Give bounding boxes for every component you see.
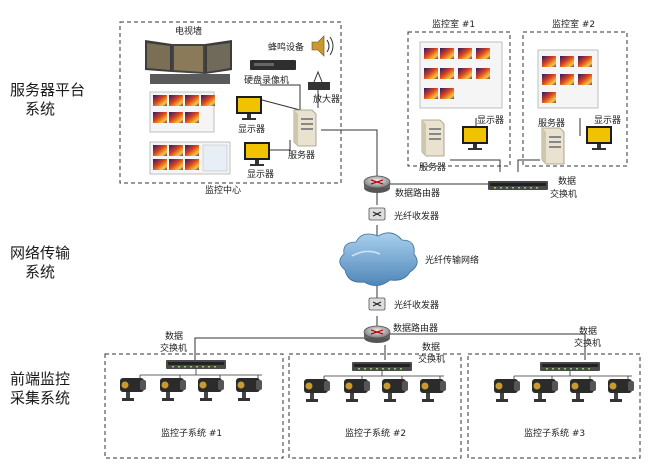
camera-icon (160, 378, 186, 401)
subsystem2-cameras (323, 371, 444, 381)
network-cloud-icon (339, 232, 418, 286)
subsystem3-box (467, 353, 641, 459)
network-cloud-label: 光纤传输网络 (425, 254, 479, 266)
camera-icon (344, 379, 370, 402)
subsystem3-switch-label-line2: 交换机 (574, 337, 601, 349)
section-label-network-line1: 网络传输 (10, 244, 70, 262)
subsystem2-caption: 监控子系统 #2 (345, 427, 406, 439)
subsystem1-switch-icon (166, 360, 226, 369)
camera-icon (304, 379, 330, 402)
subsystem1-switch-label-line2: 交换机 (160, 342, 187, 354)
room1-server-label: 服务器 (419, 161, 446, 173)
video-wall (145, 40, 232, 84)
subsystem3-switch-icon (540, 362, 600, 371)
room2-monitor-label: 显示器 (594, 115, 621, 126)
room1-server-icon (421, 119, 445, 157)
camera-icon (236, 378, 262, 401)
section-label-server-platform-line2: 系统 (25, 100, 55, 118)
top-transceiver-icon (368, 207, 386, 221)
camera-icon (494, 379, 520, 402)
subsystem3-cameras (513, 371, 632, 381)
subsystem3-caption: 监控子系统 #3 (524, 427, 585, 439)
top-transceiver-label: 光纤收发器 (394, 210, 439, 222)
top-switch-label-line1: 数据 (558, 175, 576, 187)
room2-thermal-panel (537, 49, 599, 109)
thermal-display-panel-b (149, 141, 231, 175)
subsystem1-box (104, 353, 284, 459)
camera-icon (420, 379, 446, 402)
bottom-transceiver-label: 光纤收发器 (394, 299, 439, 311)
monitoring-center-box (119, 21, 342, 184)
room2-monitor-icon (586, 126, 612, 150)
section-label-frontend-line1: 前端监控 (10, 370, 70, 388)
buzzer-label: 蜂鸣设备 (268, 41, 304, 53)
top-switch-label-line2: 交换机 (550, 188, 577, 200)
amplifier-icon (308, 70, 330, 90)
section-label-frontend-line2: 采集系统 (10, 389, 70, 407)
amplifier-label: 放大器 (313, 93, 340, 105)
bottom-transceiver-icon (368, 297, 386, 311)
buzzer-icon (311, 35, 334, 57)
room1-monitor-icon (462, 126, 488, 150)
subsystem2-box (288, 353, 462, 459)
monitoring-center-caption: 监控中心 (205, 184, 241, 196)
top-router-label: 数据路由器 (395, 187, 440, 199)
camera-icon (570, 379, 596, 402)
top-router-icon (363, 175, 391, 194)
subsystem1-cameras (139, 369, 262, 380)
monitor-b-label: 显示器 (247, 169, 274, 180)
video-wall-label: 电视墙 (175, 25, 202, 37)
subsystem1-caption: 监控子系统 #1 (161, 427, 222, 439)
thermal-display-panel-a (149, 91, 215, 133)
center-server-label: 服务器 (288, 149, 315, 161)
dvr-label: 硬盘录像机 (244, 74, 289, 86)
subsystem2-switch-label-line2: 交换机 (418, 353, 445, 365)
room2-title: 监控室 #2 (552, 18, 595, 30)
camera-icon (608, 379, 634, 402)
monitor-a-icon (236, 96, 262, 120)
room2-server-label: 服务器 (538, 117, 565, 129)
subsystem1-switch-label-line1: 数据 (165, 330, 183, 342)
room1-box (407, 31, 511, 167)
room1-title: 监控室 #1 (432, 18, 475, 30)
section-label-network-line2: 系统 (25, 263, 55, 281)
dvr-icon (250, 60, 296, 70)
camera-icon (120, 378, 146, 401)
bottom-router-label: 数据路由器 (393, 322, 438, 334)
section-label-server-platform-line1: 服务器平台 (10, 81, 85, 99)
camera-icon (532, 379, 558, 402)
room2-server-icon (541, 127, 565, 165)
room1-thermal-panel (419, 41, 503, 109)
bottom-router-icon (363, 325, 391, 344)
subsystem2-switch-icon (352, 362, 412, 371)
subsystem2-switch-label-line1: 数据 (422, 341, 440, 353)
subsystem3-switch-label-line1: 数据 (579, 325, 597, 337)
room2-box (522, 31, 628, 167)
monitor-b-icon (244, 142, 270, 166)
top-switch-icon (488, 181, 548, 190)
center-server-icon (293, 109, 317, 147)
monitor-a-label: 显示器 (238, 124, 265, 135)
camera-icon (198, 378, 224, 401)
camera-icon (382, 379, 408, 402)
room1-monitor-label: 显示器 (477, 115, 504, 126)
